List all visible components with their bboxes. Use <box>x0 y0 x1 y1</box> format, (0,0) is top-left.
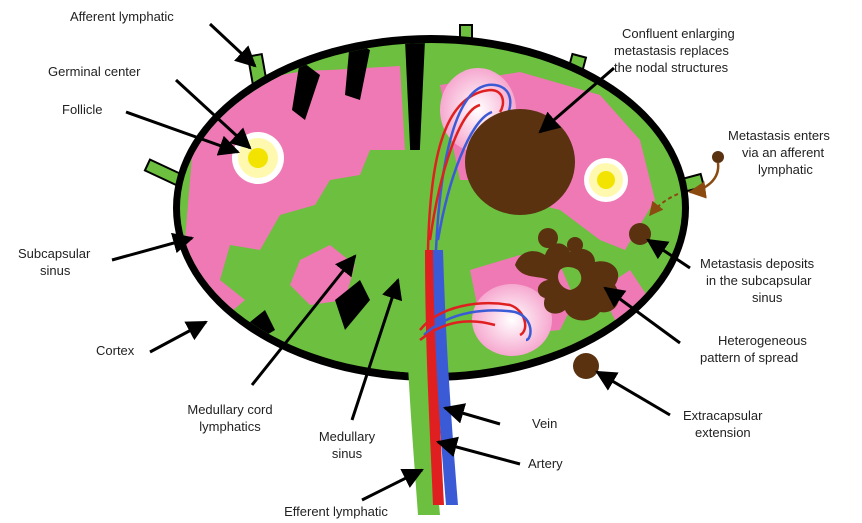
svg-text:pattern of spread: pattern of spread <box>700 350 798 365</box>
svg-text:Heterogeneous: Heterogeneous <box>718 333 807 348</box>
extracapsular-extension <box>573 353 599 379</box>
svg-text:Subcapsular: Subcapsular <box>18 246 91 261</box>
svg-text:the nodal structures: the nodal structures <box>614 60 729 75</box>
label-germinal-center: Germinal center <box>48 64 141 79</box>
label-subcapsular-sinus: Subcapsular sinus <box>18 246 91 278</box>
svg-text:Medullary cord: Medullary cord <box>187 402 272 417</box>
svg-text:sinus: sinus <box>332 446 363 461</box>
svg-text:lymphatics: lymphatics <box>199 419 261 434</box>
subcapsular-deposit <box>629 223 651 245</box>
svg-text:via an afferent: via an afferent <box>742 145 825 160</box>
label-heterogeneous-spread: Heterogeneous pattern of spread <box>700 333 807 365</box>
label-vein: Vein <box>532 416 557 431</box>
svg-text:Metastasis deposits: Metastasis deposits <box>700 256 815 271</box>
germinal-center <box>248 148 268 168</box>
svg-text:Extracapsular: Extracapsular <box>683 408 763 423</box>
entering-metastasis-cell <box>712 151 724 163</box>
svg-text:extension: extension <box>695 425 751 440</box>
label-afferent-lymphatic: Afferent lymphatic <box>70 9 174 24</box>
label-metastasis-enters: Metastasis enters via an afferent lympha… <box>728 128 830 177</box>
confluent-metastasis <box>465 109 575 215</box>
svg-text:lymphatic: lymphatic <box>758 162 813 177</box>
label-metastasis-deposits: Metastasis deposits in the subcapsular s… <box>700 256 815 305</box>
svg-text:sinus: sinus <box>40 263 71 278</box>
svg-text:Medullary: Medullary <box>319 429 376 444</box>
label-medullary-cord-lymphatics: Medullary cord lymphatics <box>187 402 272 434</box>
follicle-right <box>584 158 628 202</box>
label-follicle: Follicle <box>62 102 102 117</box>
svg-text:sinus: sinus <box>752 290 783 305</box>
label-artery: Artery <box>528 456 563 471</box>
svg-text:Metastasis enters: Metastasis enters <box>728 128 830 143</box>
label-extracapsular-extension: Extracapsular extension <box>683 408 763 440</box>
label-confluent-metastasis: Confluent enlarging metastasis replaces … <box>614 26 735 75</box>
svg-text:in the subcapsular: in the subcapsular <box>706 273 812 288</box>
label-medullary-sinus: Medullary sinus <box>319 429 376 461</box>
label-efferent-lymphatic: Efferent lymphatic <box>284 504 388 519</box>
label-cortex: Cortex <box>96 343 135 358</box>
svg-text:metastasis replaces: metastasis replaces <box>614 43 729 58</box>
svg-text:Confluent enlarging: Confluent enlarging <box>622 26 735 41</box>
